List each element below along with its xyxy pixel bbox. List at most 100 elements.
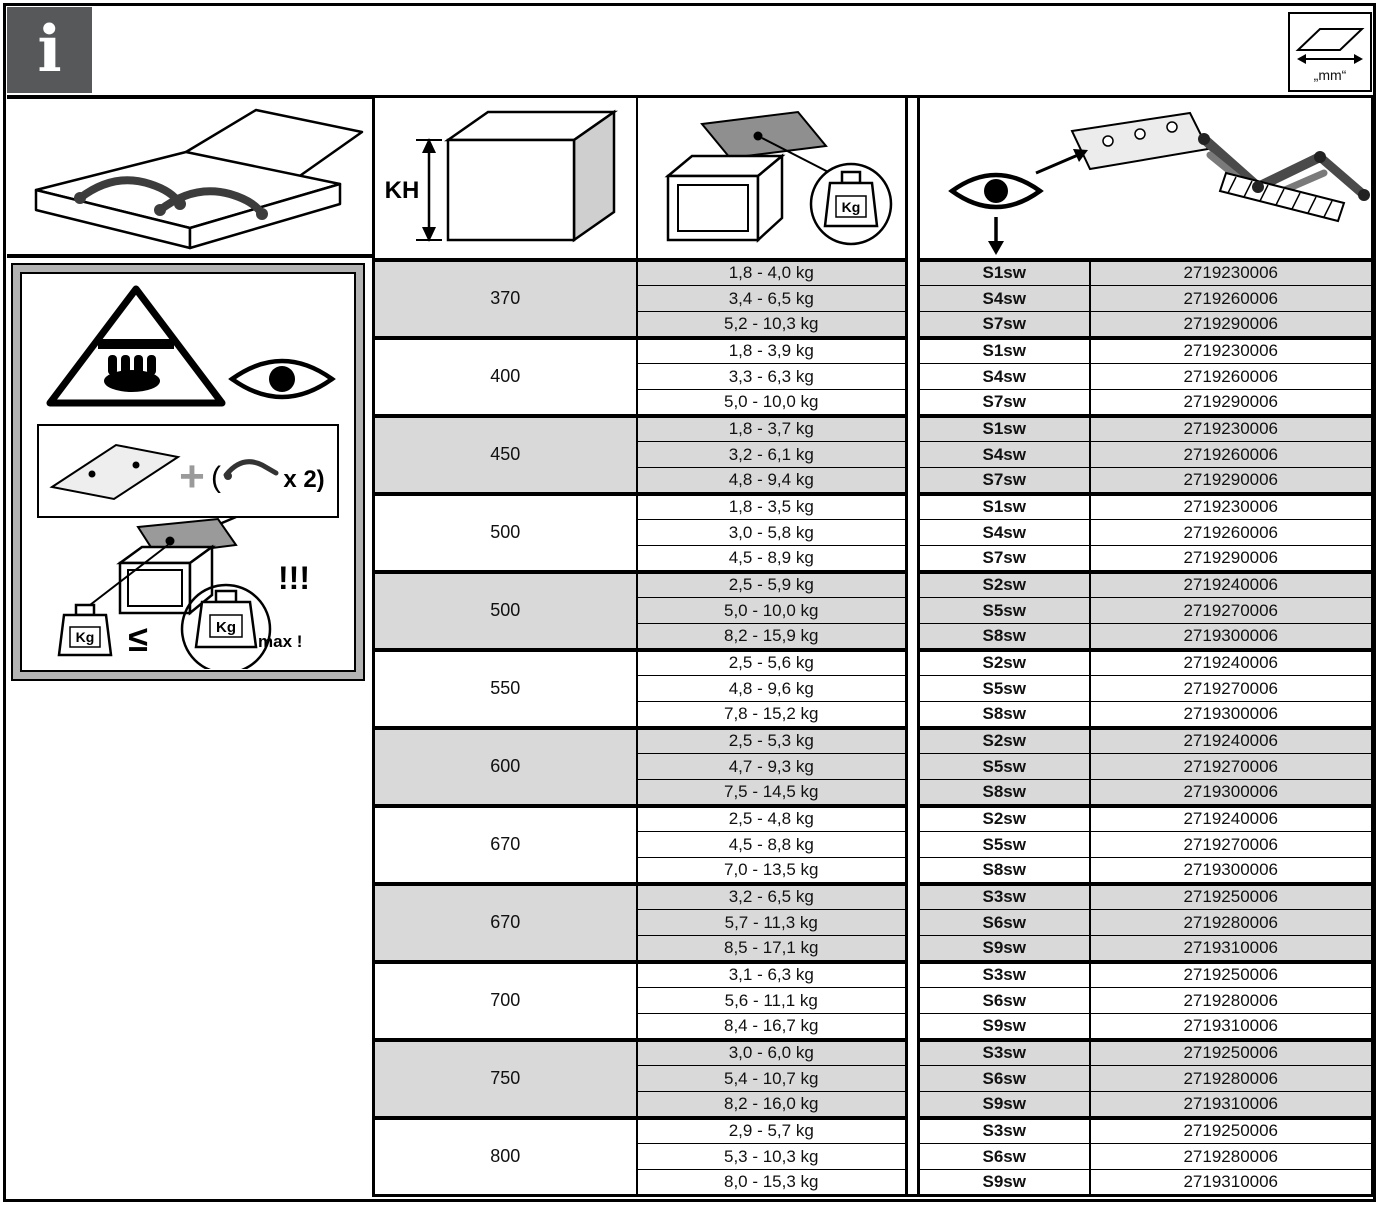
column-gap — [905, 675, 920, 702]
weight-range-cell: 5,0 - 10,0 kg — [636, 389, 907, 416]
weight-range-cell: 3,2 - 6,5 kg — [636, 881, 907, 910]
cabinet-icon — [116, 517, 238, 616]
type-code-cell: S6sw — [918, 1065, 1091, 1092]
weight-range-cell: 2,5 - 4,8 kg — [636, 803, 907, 832]
weight-range-cell: 5,0 - 10,0 kg — [636, 597, 907, 624]
kh-value: 450 — [373, 413, 638, 494]
article-number-cell: 2719310006 — [1089, 1013, 1373, 1040]
svg-text:Kg: Kg — [216, 619, 236, 636]
kh-label: KH — [385, 177, 420, 204]
article-number-cell: 2719260006 — [1089, 519, 1373, 546]
column-gap — [905, 1117, 920, 1144]
column-gap — [905, 857, 920, 884]
paren-open: ( — [211, 461, 221, 494]
eye-icon — [948, 172, 1044, 209]
type-code-cell: S3sw — [918, 959, 1091, 988]
weight-range-cell: 2,5 - 5,9 kg — [636, 569, 907, 598]
kh-value: 500 — [373, 491, 638, 572]
type-code-cell: S2sw — [918, 725, 1091, 754]
weight-range-cell: 2,5 - 5,3 kg — [636, 725, 907, 754]
info-icon-box: i — [7, 7, 92, 93]
table-header-row: KH — [373, 96, 1373, 262]
variant-column-header — [918, 96, 1373, 262]
unit-indicator-box: „mm“ — [1288, 12, 1372, 92]
type-code-cell: S5sw — [918, 831, 1091, 858]
weight-range-cell: 3,4 - 6,5 kg — [636, 285, 907, 312]
cabinet-height-icon: KH — [385, 109, 619, 243]
column-gap — [905, 935, 920, 962]
weight-range-cell: 3,2 - 6,1 kg — [636, 441, 907, 468]
type-code-cell: S1sw — [918, 335, 1091, 364]
weight-range-cell: 5,2 - 10,3 kg — [636, 311, 907, 338]
weight-range-cell: 5,7 - 11,3 kg — [636, 909, 907, 936]
weight-range-cell: 8,0 - 15,3 kg — [636, 1169, 907, 1196]
type-code-cell: S3sw — [918, 1115, 1091, 1144]
article-number-cell: 2719290006 — [1089, 389, 1373, 416]
column-gap — [905, 831, 920, 858]
type-code-cell: S1sw — [918, 413, 1091, 442]
type-code-cell: S7sw — [918, 545, 1091, 572]
weight-range-cell: 5,6 - 11,1 kg — [636, 987, 907, 1014]
panel-dimension-icon — [1295, 27, 1365, 64]
type-code-cell: S9sw — [918, 1169, 1091, 1196]
weight-range-cell: 1,8 - 3,7 kg — [636, 413, 907, 442]
type-code-cell: S2sw — [918, 569, 1091, 598]
type-code-cell: S6sw — [918, 1143, 1091, 1170]
weight-range-cell: 8,5 - 17,1 kg — [636, 935, 907, 962]
type-code-cell: S7sw — [918, 311, 1091, 338]
package-contents-icon — [34, 108, 363, 249]
column-gap — [905, 649, 920, 676]
type-code-cell: S5sw — [918, 753, 1091, 780]
article-number-cell: 2719300006 — [1089, 779, 1373, 806]
column-gap — [905, 1143, 920, 1170]
weight-range-cell: 8,2 - 15,9 kg — [636, 623, 907, 650]
article-number-cell: 2719310006 — [1089, 935, 1373, 962]
column-gap — [905, 441, 920, 468]
kh-value: 700 — [373, 959, 638, 1040]
column-gap — [905, 96, 920, 260]
type-code-cell: S4sw — [918, 363, 1091, 390]
kh-value: 400 — [373, 335, 638, 416]
crush-warning-icon — [46, 285, 226, 407]
kh-value: 670 — [373, 803, 638, 884]
kh-value: 800 — [373, 1115, 638, 1196]
column-gap — [905, 259, 920, 286]
column-gap — [905, 805, 920, 832]
column-gap — [905, 779, 920, 806]
weight-range-cell: 4,7 - 9,3 kg — [636, 753, 907, 780]
column-gap — [905, 597, 920, 624]
article-number-cell: 2719280006 — [1089, 987, 1373, 1014]
column-gap — [905, 285, 920, 312]
article-number-cell: 2719280006 — [1089, 1065, 1373, 1092]
column-gap — [905, 311, 920, 338]
article-number-cell: 2719270006 — [1089, 753, 1373, 780]
type-code-cell: S9sw — [918, 1013, 1091, 1040]
type-code-cell: S9sw — [918, 935, 1091, 962]
type-code-cell: S4sw — [918, 285, 1091, 312]
column-gap — [905, 1091, 920, 1118]
type-code-cell: S4sw — [918, 441, 1091, 468]
column-gap — [905, 415, 920, 442]
article-number-cell: 2719270006 — [1089, 597, 1373, 624]
type-code-cell: S2sw — [918, 647, 1091, 676]
column-gap — [905, 337, 920, 364]
column-gap — [905, 727, 920, 754]
spec-table: KH — [372, 95, 1374, 1197]
x2-label: x 2) — [283, 466, 324, 493]
article-number-cell: 2719260006 — [1089, 285, 1373, 312]
weight-range-cell: 1,8 - 4,0 kg — [636, 257, 907, 286]
column-gap — [905, 1039, 920, 1066]
